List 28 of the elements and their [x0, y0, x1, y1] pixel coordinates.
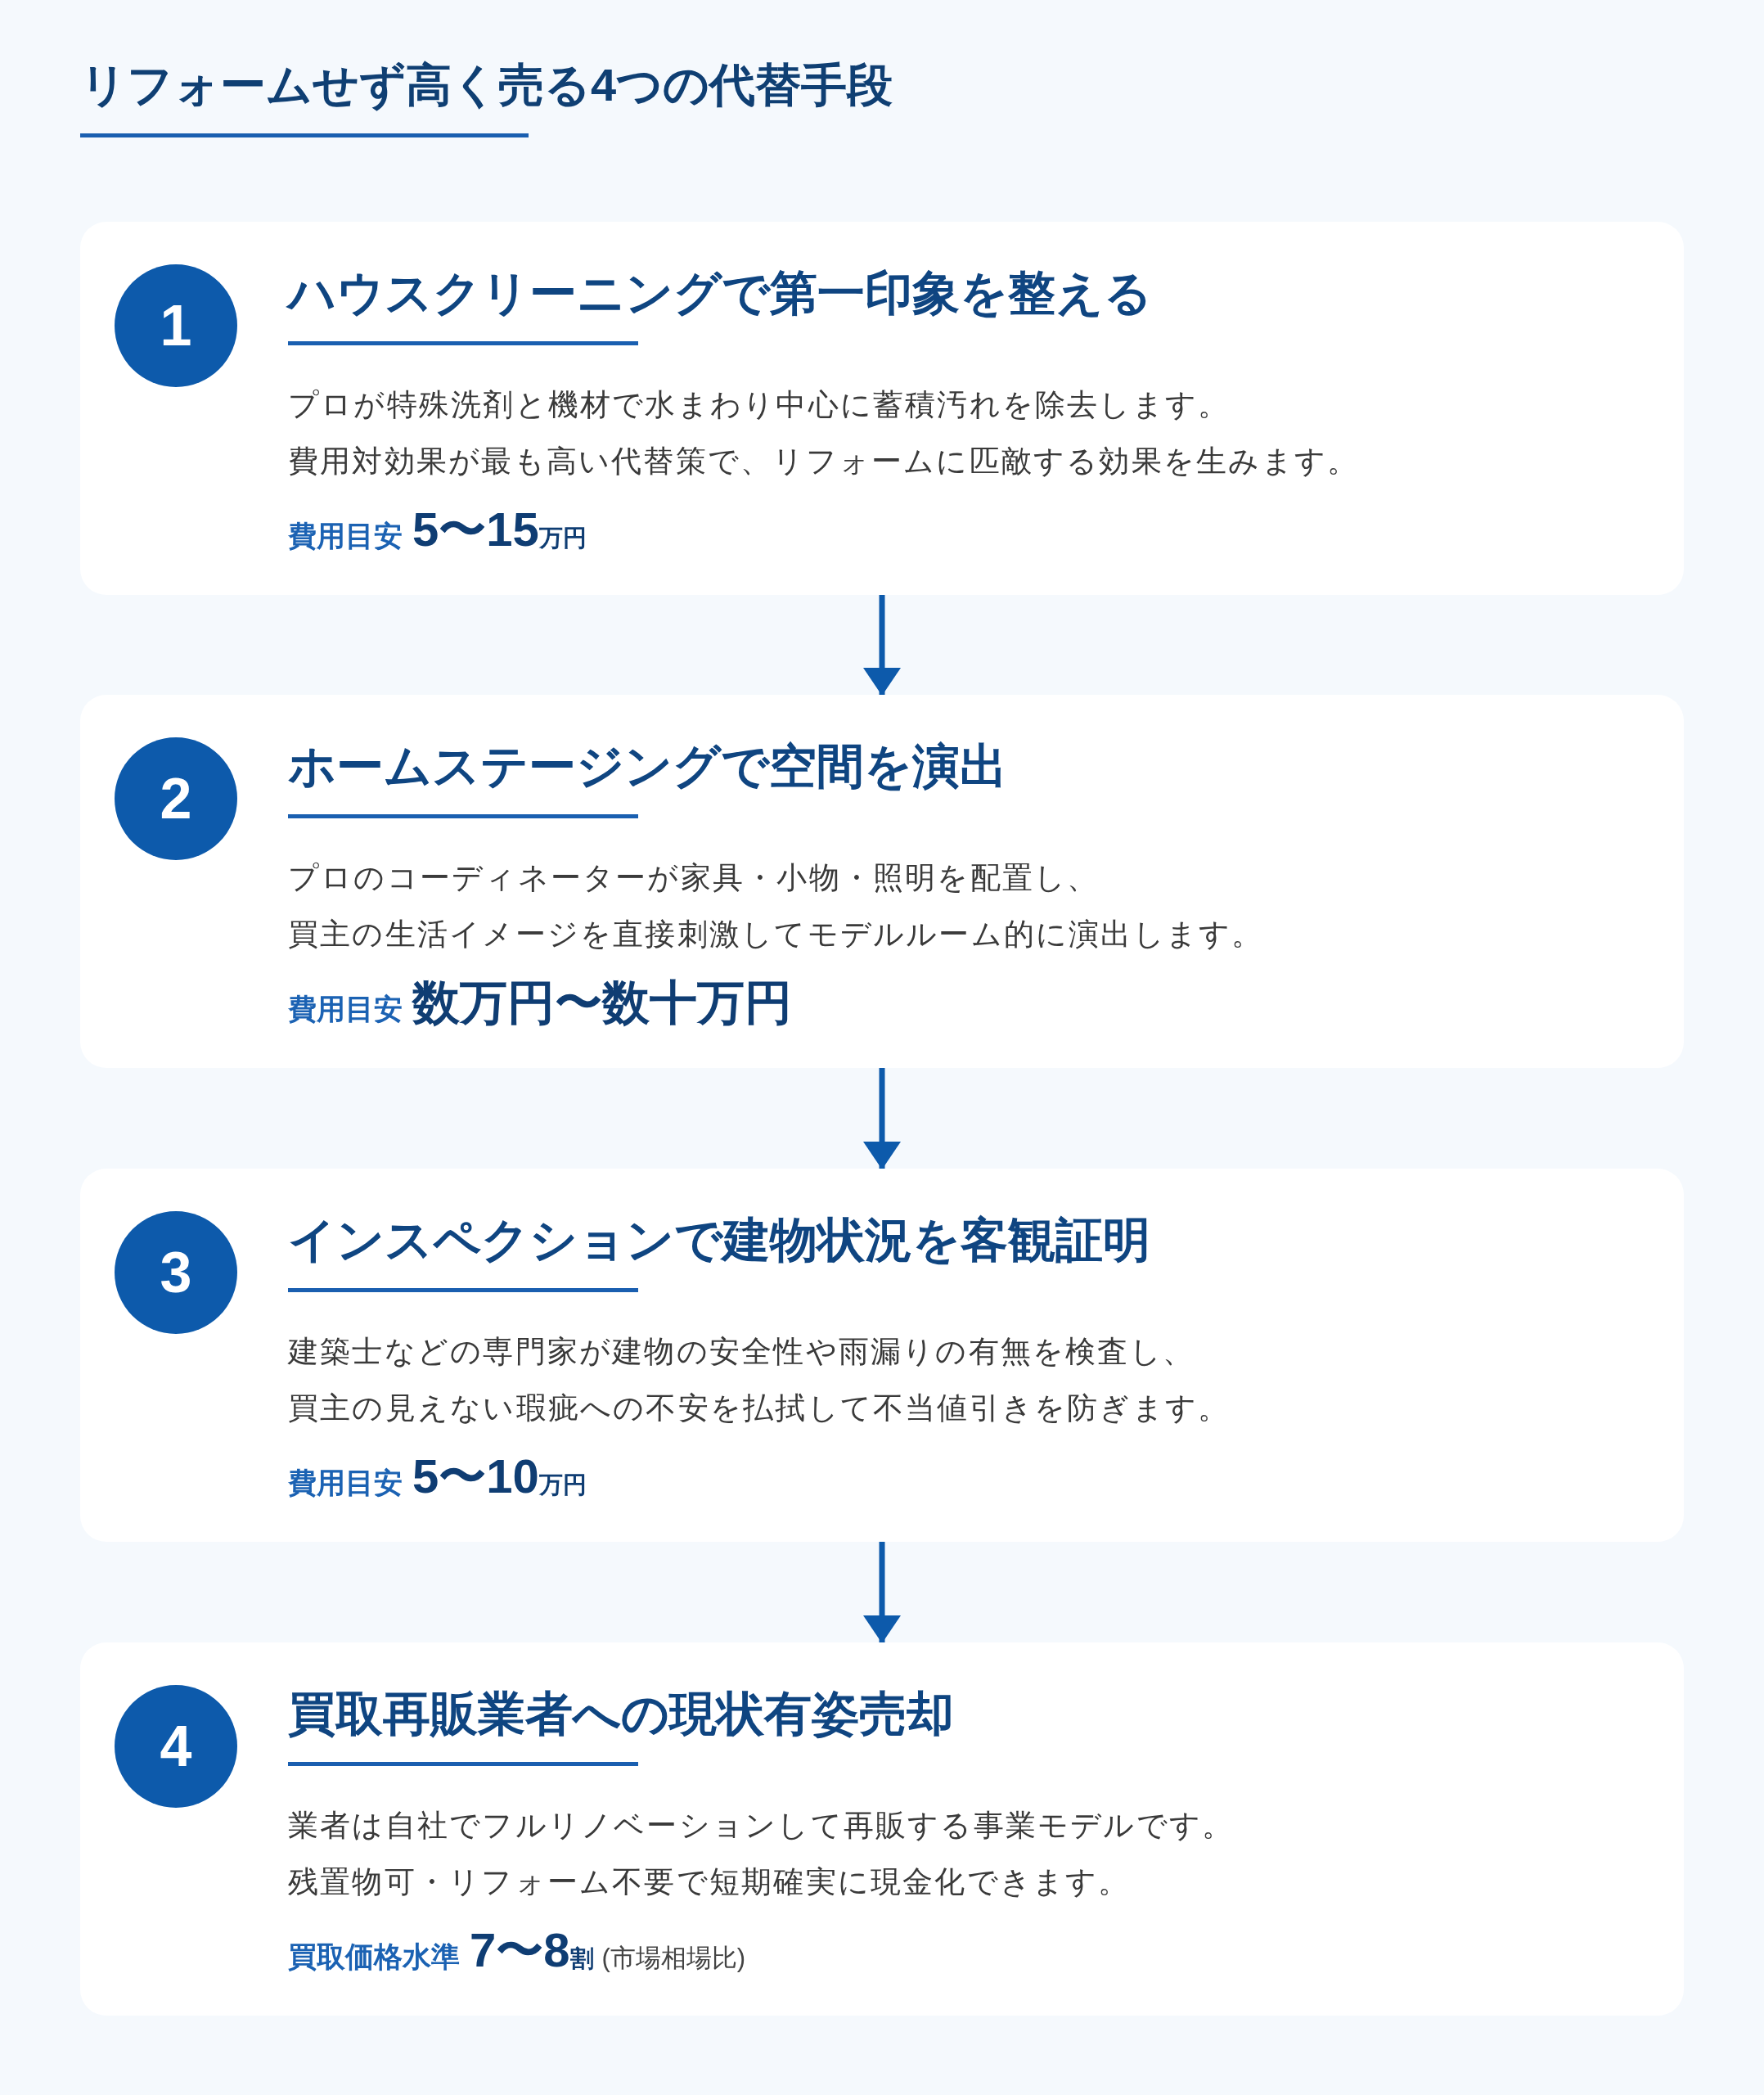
- cost-value: 5〜10万円: [412, 1448, 587, 1504]
- step-number: 2: [115, 737, 237, 860]
- step-number: 4: [115, 1685, 237, 1808]
- step-card: [80, 1642, 1684, 2016]
- cost-label: 費用目安: [288, 992, 403, 1026]
- cost-value: 7〜8割: [470, 1922, 594, 1978]
- flow-arrow: [863, 595, 901, 696]
- step-card: [80, 1169, 1684, 1542]
- page-title: リフォームせず高く売る4つの代替手段: [80, 58, 893, 113]
- step-number: 3: [115, 1211, 237, 1334]
- step-description: プロのコーディネーターが家具・小物・照明を配置し、 買主の生活イメージを直接刺激してモデルルーム的に演出します。: [288, 860, 1264, 953]
- flow-arrow: [863, 1068, 901, 1169]
- cost-note: (市場相場比): [601, 1943, 746, 1974]
- cost-label: 費用目安: [288, 519, 403, 553]
- step-card: [80, 695, 1684, 1068]
- cost-value: 数万円〜数十万円: [412, 975, 792, 1030]
- step-card: [80, 222, 1684, 595]
- step-description: 建築士などの専門家が建物の安全性や雨漏りの有無を検査し、 買主の見えない瑕疵への不安を払拭して不当値引きを防ぎます。: [288, 1334, 1231, 1426]
- cost-label: 買取価格水準: [288, 1940, 460, 1974]
- step-number: 1: [115, 264, 237, 387]
- step-description: プロが特殊洗剤と機材で水まわり中心に蓄積汚れを除去します。 費用対効果が最も高い代替策で、リフォームに匹敵する効果を生みます。: [288, 387, 1360, 480]
- step-description: 業者は自社でフルリノベーションして再販する事業モデルです。 残置物可・リフォーム不要で短期確実に現金化できます。: [288, 1808, 1235, 1900]
- step-heading: インスペクションで建物状況を客観証明: [288, 1212, 1150, 1268]
- step-heading: ホームステージングで空間を演出: [288, 738, 1007, 794]
- cost-label: 費用目安: [288, 1466, 403, 1500]
- cost-value: 5〜15万円: [412, 502, 587, 557]
- step-heading: 買取再販業者への現状有姿売却: [288, 1686, 954, 1741]
- flow-arrow: [863, 1542, 901, 1643]
